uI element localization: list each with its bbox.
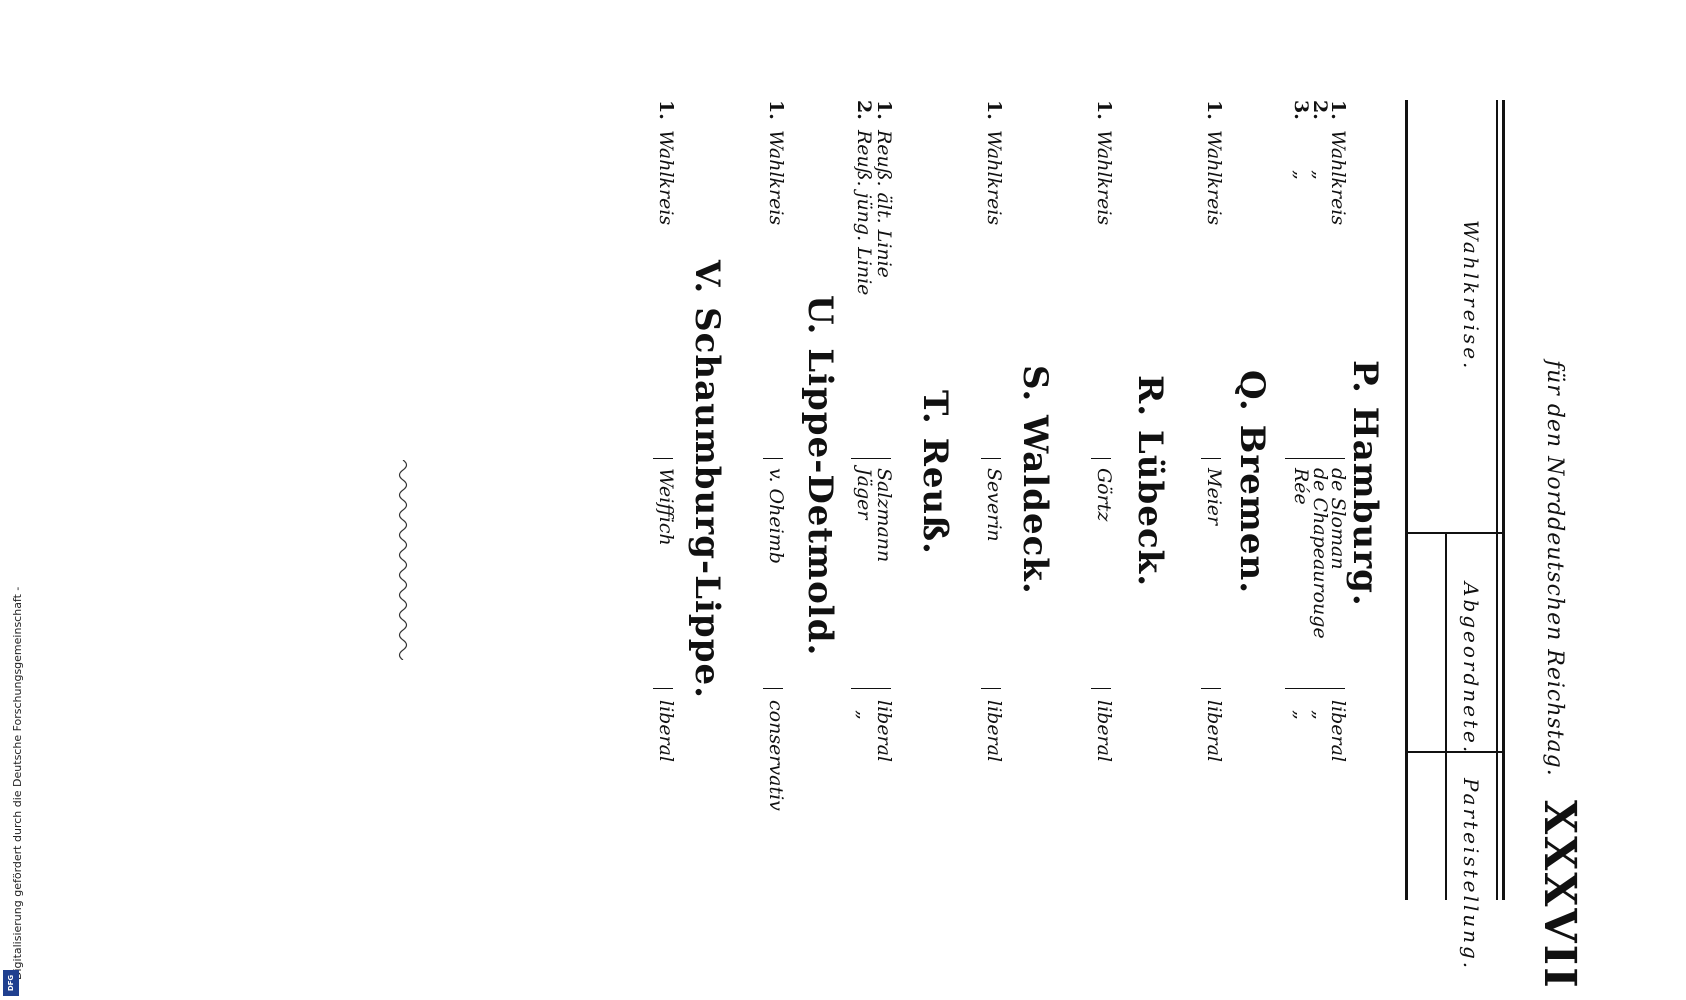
row-number: 2. <box>853 100 875 120</box>
row-party: liberal <box>655 700 677 763</box>
row-number: 1. <box>655 100 677 120</box>
row-bar <box>851 458 891 459</box>
column-divider <box>1406 751 1502 753</box>
header-mid-rule <box>1445 532 1447 900</box>
row-district: Wahlkreis <box>983 130 1005 226</box>
row-bar <box>1201 458 1221 459</box>
row-deputy: de Chapeaurouge <box>1309 468 1331 639</box>
row-district: Reuß. jüng. Linie <box>853 130 875 296</box>
row-district: Wahlkreis <box>765 130 787 226</box>
column-header-deputies: Abgeordnete. <box>1459 582 1483 756</box>
row-district: „ <box>1309 170 1331 180</box>
row-party: „ <box>1309 710 1331 720</box>
row-number: 1. <box>983 100 1005 120</box>
attribution-strip: Digitalisierung gefördert durch die Deut… <box>0 0 24 1000</box>
column-header-party: Parteistellung. <box>1459 778 1483 972</box>
row-deputy: Salzmann <box>873 468 895 563</box>
row-deputy: Jäger <box>853 468 875 520</box>
page-number: XXXVII <box>1534 800 1585 990</box>
row-party: „ <box>1290 710 1312 720</box>
row-bar <box>851 688 891 689</box>
row-party: liberal <box>983 700 1005 763</box>
running-head: für den Norddeutschen Reichstag. <box>1542 360 1567 777</box>
table-top-rule <box>1502 100 1505 900</box>
row-district: Reuß. ält. Linie <box>873 130 895 278</box>
row-party: conservativ <box>765 700 787 811</box>
row-number: 1. <box>765 100 787 120</box>
scanned-page: für den Norddeutschen Reichstag. XXXVII … <box>398 60 1595 990</box>
row-district: Wahlkreis <box>1203 130 1225 226</box>
row-bar <box>1201 688 1221 689</box>
row-bar <box>1091 458 1111 459</box>
row-deputy: Rée <box>1290 468 1312 505</box>
row-deputy: Weiffich <box>655 468 677 546</box>
row-deputy: Meier <box>1203 468 1225 526</box>
row-bar <box>763 688 783 689</box>
section-title: Q. Bremen. <box>1232 370 1272 595</box>
row-bar <box>1091 688 1111 689</box>
row-number: 1. <box>1093 100 1115 120</box>
row-party: liberal <box>873 700 895 763</box>
row-number: 1. <box>1203 100 1225 120</box>
row-deputy: Görtz <box>1093 468 1115 522</box>
row-bar <box>653 458 673 459</box>
row-party: liberal <box>1203 700 1225 763</box>
row-number: 1. <box>873 100 895 120</box>
row-bar <box>981 688 1001 689</box>
row-bar <box>1285 688 1345 689</box>
row-district: Wahlkreis <box>655 130 677 226</box>
row-party: „ <box>853 710 875 720</box>
header-bottom-rule <box>1405 100 1408 900</box>
row-bar <box>1285 458 1345 459</box>
row-bar <box>653 688 673 689</box>
row-bar <box>981 458 1001 459</box>
row-district: Wahlkreis <box>1093 130 1115 226</box>
section-title: U. Lippe-Detmold. <box>800 295 840 657</box>
section-title: V. Schaumburg-Lippe. <box>687 260 727 699</box>
row-bar <box>763 458 783 459</box>
column-divider <box>1406 532 1502 534</box>
section-title: T. Reuß. <box>915 390 955 555</box>
row-number: 3. <box>1290 100 1312 120</box>
attribution-text: Digitalisierung gefördert durch die Deut… <box>11 586 24 980</box>
section-title: R. Lübeck. <box>1130 375 1170 588</box>
column-header-district: Wahlkreise. <box>1459 220 1483 372</box>
dfg-logo: DFG <box>3 970 19 996</box>
end-flourish <box>398 460 408 660</box>
dfg-logo-text: DFG <box>7 974 15 992</box>
row-deputy: v. Oheimb <box>765 468 787 564</box>
section-title: S. Waldeck. <box>1015 365 1055 595</box>
row-deputy: Severin <box>983 468 1005 542</box>
row-party: liberal <box>1093 700 1115 763</box>
row-district: „ <box>1290 170 1312 180</box>
table-top-rule-thin <box>1496 100 1498 900</box>
section-title: P. Hamburg. <box>1345 360 1385 607</box>
row-number: 2. <box>1309 100 1331 120</box>
